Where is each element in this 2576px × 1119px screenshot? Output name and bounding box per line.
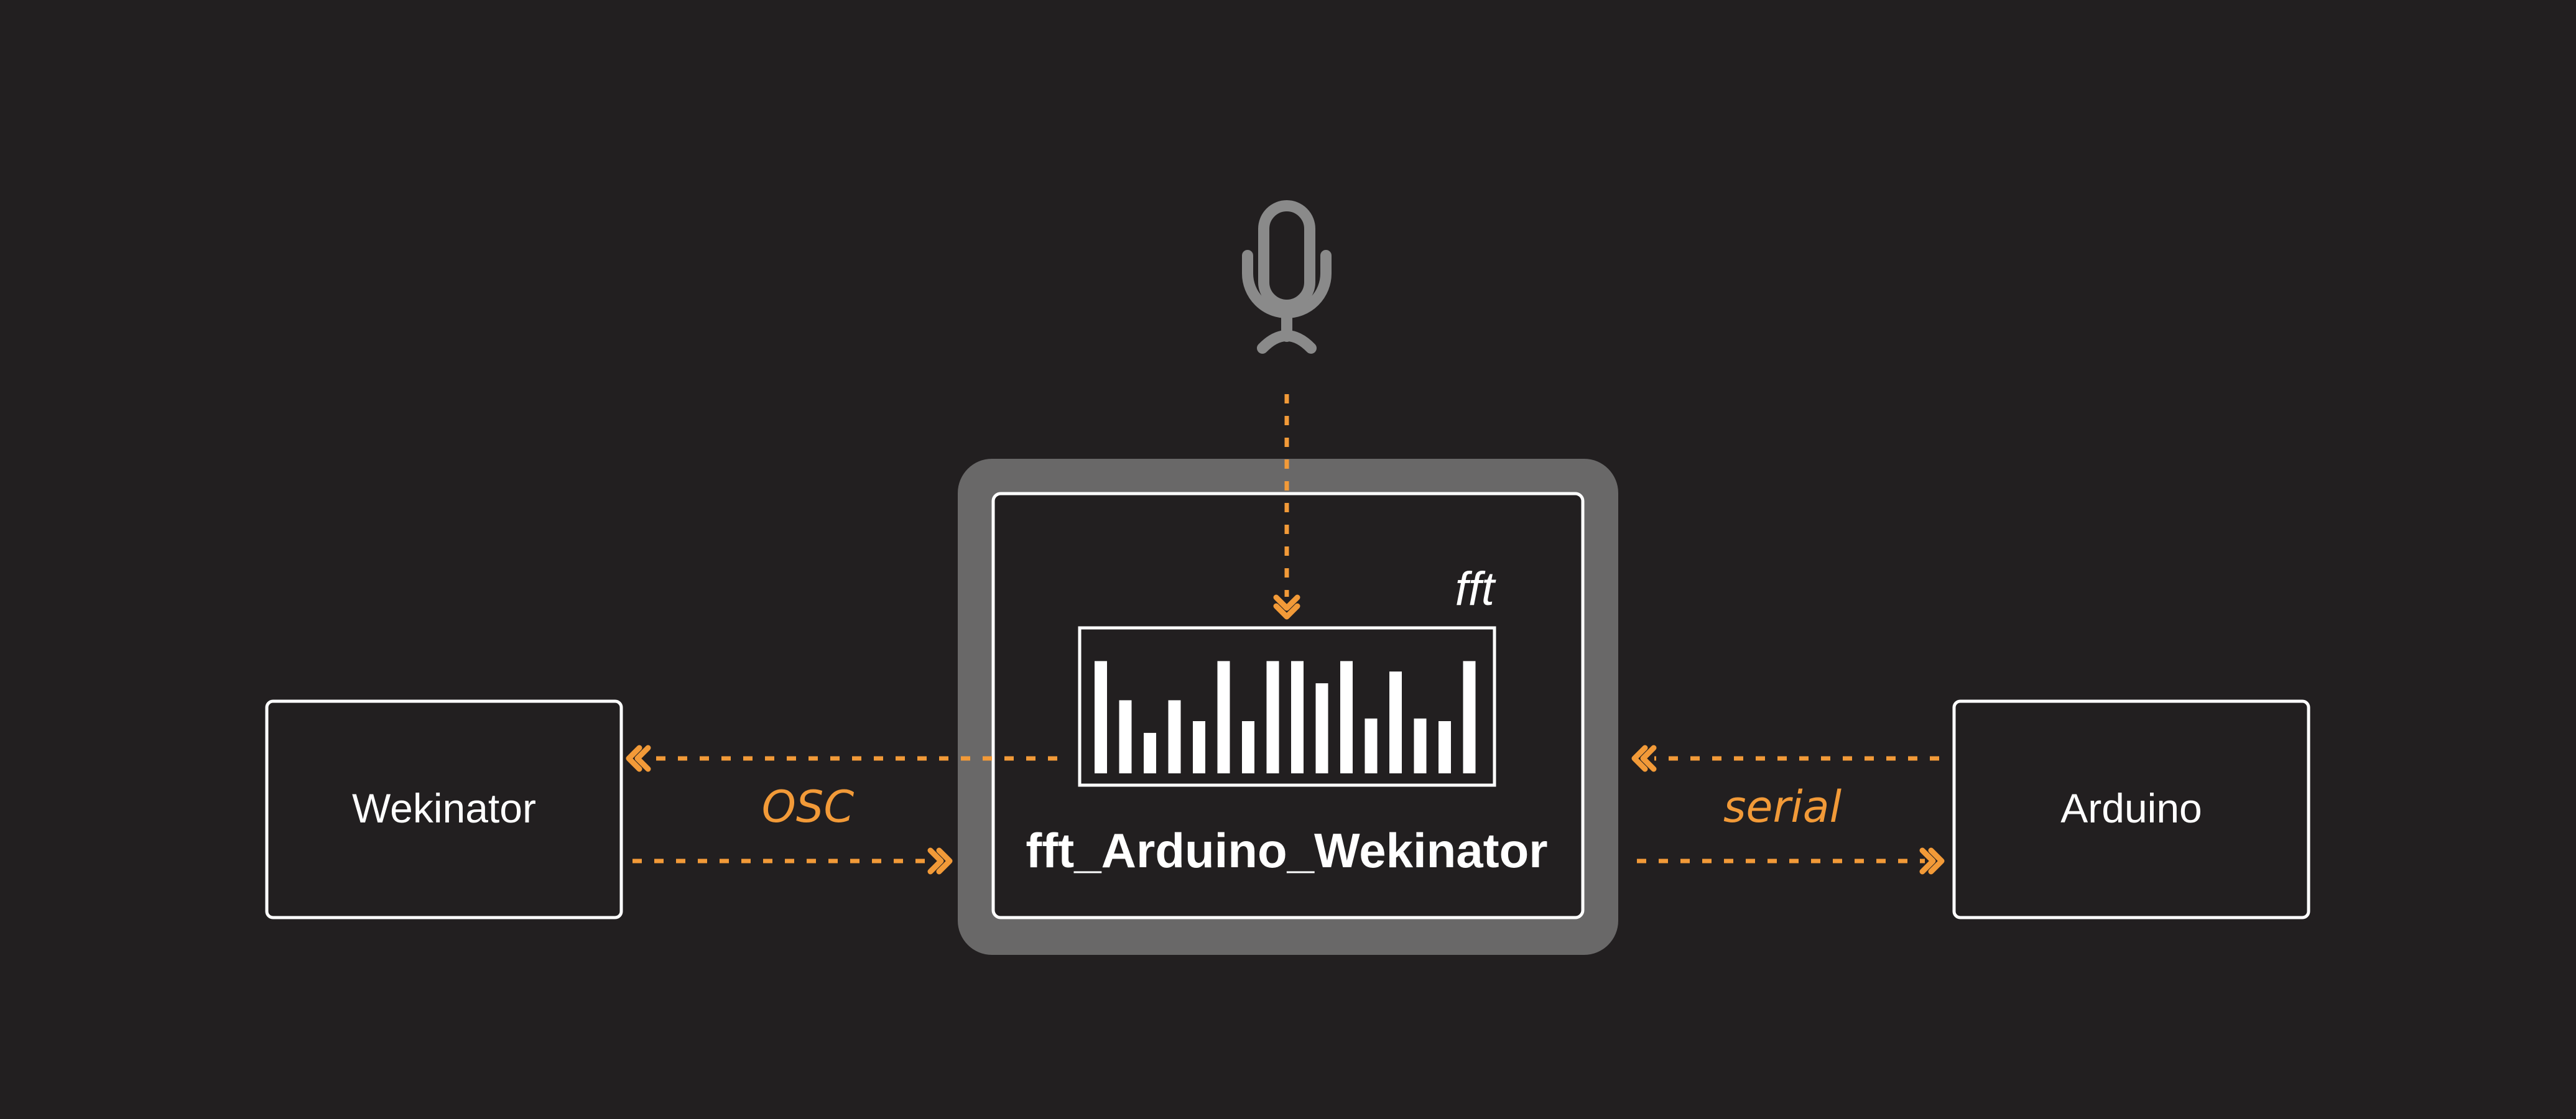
- wekinator-box: [265, 699, 623, 919]
- fft-bar: [1389, 671, 1402, 773]
- fft-spectrum: [1078, 626, 1496, 787]
- fft-bar: [1364, 718, 1378, 773]
- chevron-left-icon: [1634, 748, 1654, 769]
- fft-bar: [1463, 661, 1476, 773]
- fft-bar: [1414, 718, 1427, 773]
- center-inner-box: [991, 492, 1585, 919]
- fft-bar: [1291, 661, 1304, 773]
- center-title: fft_Arduino_Wekinator: [1026, 823, 1547, 878]
- fft-bar: [1266, 661, 1279, 773]
- chevron-right-icon: [930, 850, 950, 872]
- arduino-node[interactable]: Arduino: [1952, 699, 2310, 919]
- connection-arrows: [632, 394, 1939, 863]
- osc-label: OSC: [762, 781, 855, 832]
- chevron-right-icon: [1922, 850, 1942, 872]
- chevron-left-icon: [629, 748, 648, 769]
- fft-bar: [1439, 721, 1451, 773]
- fft-bar: [1315, 683, 1328, 773]
- fft-frame: [1078, 626, 1496, 787]
- fft-bars: [1095, 661, 1476, 773]
- arduino-box: [1952, 699, 2310, 919]
- wekinator-node[interactable]: Wekinator: [265, 699, 623, 919]
- fft-label: fft: [1455, 563, 1496, 615]
- fft-bar: [1217, 661, 1230, 773]
- microphone-icon: [1242, 200, 1332, 354]
- fft-bar: [1119, 700, 1132, 773]
- fft-bar: [1095, 661, 1107, 773]
- fft-bar: [1340, 661, 1353, 773]
- serial-label: serial: [1723, 781, 1842, 832]
- fft-bar: [1242, 721, 1254, 773]
- fft-bar: [1168, 700, 1181, 773]
- fft-arduino-wekinator-node[interactable]: fft_Arduino_Wekinator fft: [958, 459, 1618, 955]
- fft-bar: [1144, 732, 1156, 773]
- wekinator-label: Wekinator: [352, 785, 536, 831]
- arduino-label: Arduino: [2060, 785, 2202, 831]
- fft-bar: [1193, 721, 1205, 773]
